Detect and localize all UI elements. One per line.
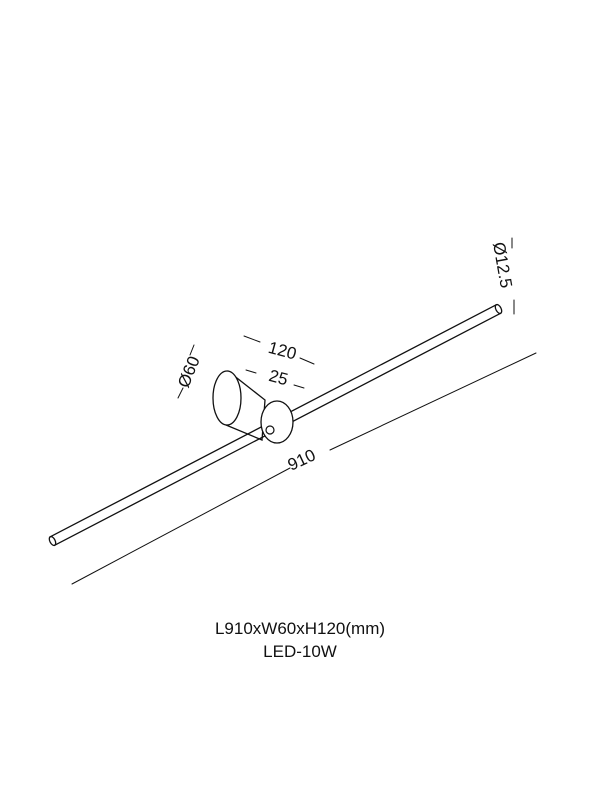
dim-disc-thickness: 25 [267,366,290,389]
dim-mount-diameter: Ø60 [174,353,204,390]
dimension-lines [71,237,537,585]
spec-size-label: L910xW60xH120(mm) [214,619,386,638]
mount-disc [260,400,294,444]
dim-length: 910 [285,445,319,474]
dim-mount-length: 120 [266,338,298,364]
spec-power-label: LED-10W [263,642,337,661]
